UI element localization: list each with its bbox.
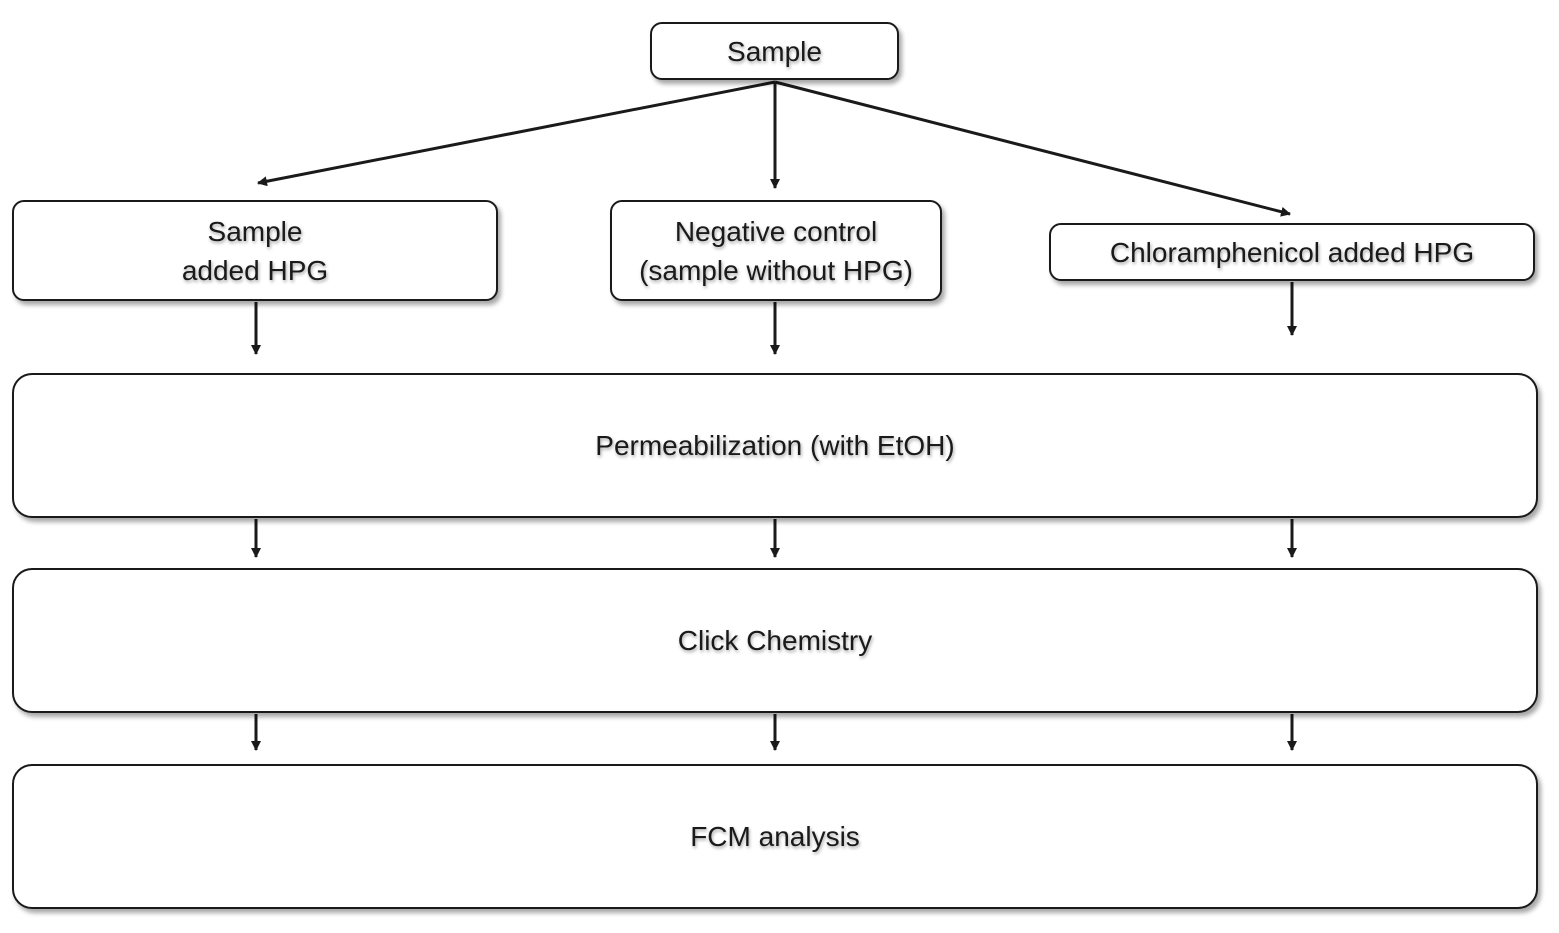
node-chloramphenicol-added-hpg: Chloramphenicol added HPG [1049,223,1535,281]
node-fcm-analysis: FCM analysis [12,764,1538,909]
node-click-chemistry-label: Click Chemistry [677,625,873,656]
arrow-sample-to-sample-hpg [257,80,776,187]
node-negative-control-line1: Negative control [674,215,878,247]
node-sample-added-hpg: Sample added HPG [12,200,498,301]
node-chloramphenicol-label: Chloramphenicol added HPG [1109,236,1475,268]
node-click-chemistry: Click Chemistry [12,568,1538,713]
node-sample: Sample [650,22,899,80]
node-permeabilization: Permeabilization (with EtOH) [12,373,1538,518]
node-negative-control-line2: (sample without HPG) [639,254,913,286]
node-sample-added-hpg-line2: added HPG [181,254,329,286]
node-fcm-analysis-label: FCM analysis [690,821,860,852]
arrow-sample-to-chloramphenicol [774,80,1291,217]
node-sample-label: Sample [727,35,822,67]
node-negative-control: Negative control (sample without HPG) [610,200,942,301]
node-permeabilization-label: Permeabilization (with EtOH) [595,430,955,461]
node-sample-added-hpg-line1: Sample [207,215,303,247]
